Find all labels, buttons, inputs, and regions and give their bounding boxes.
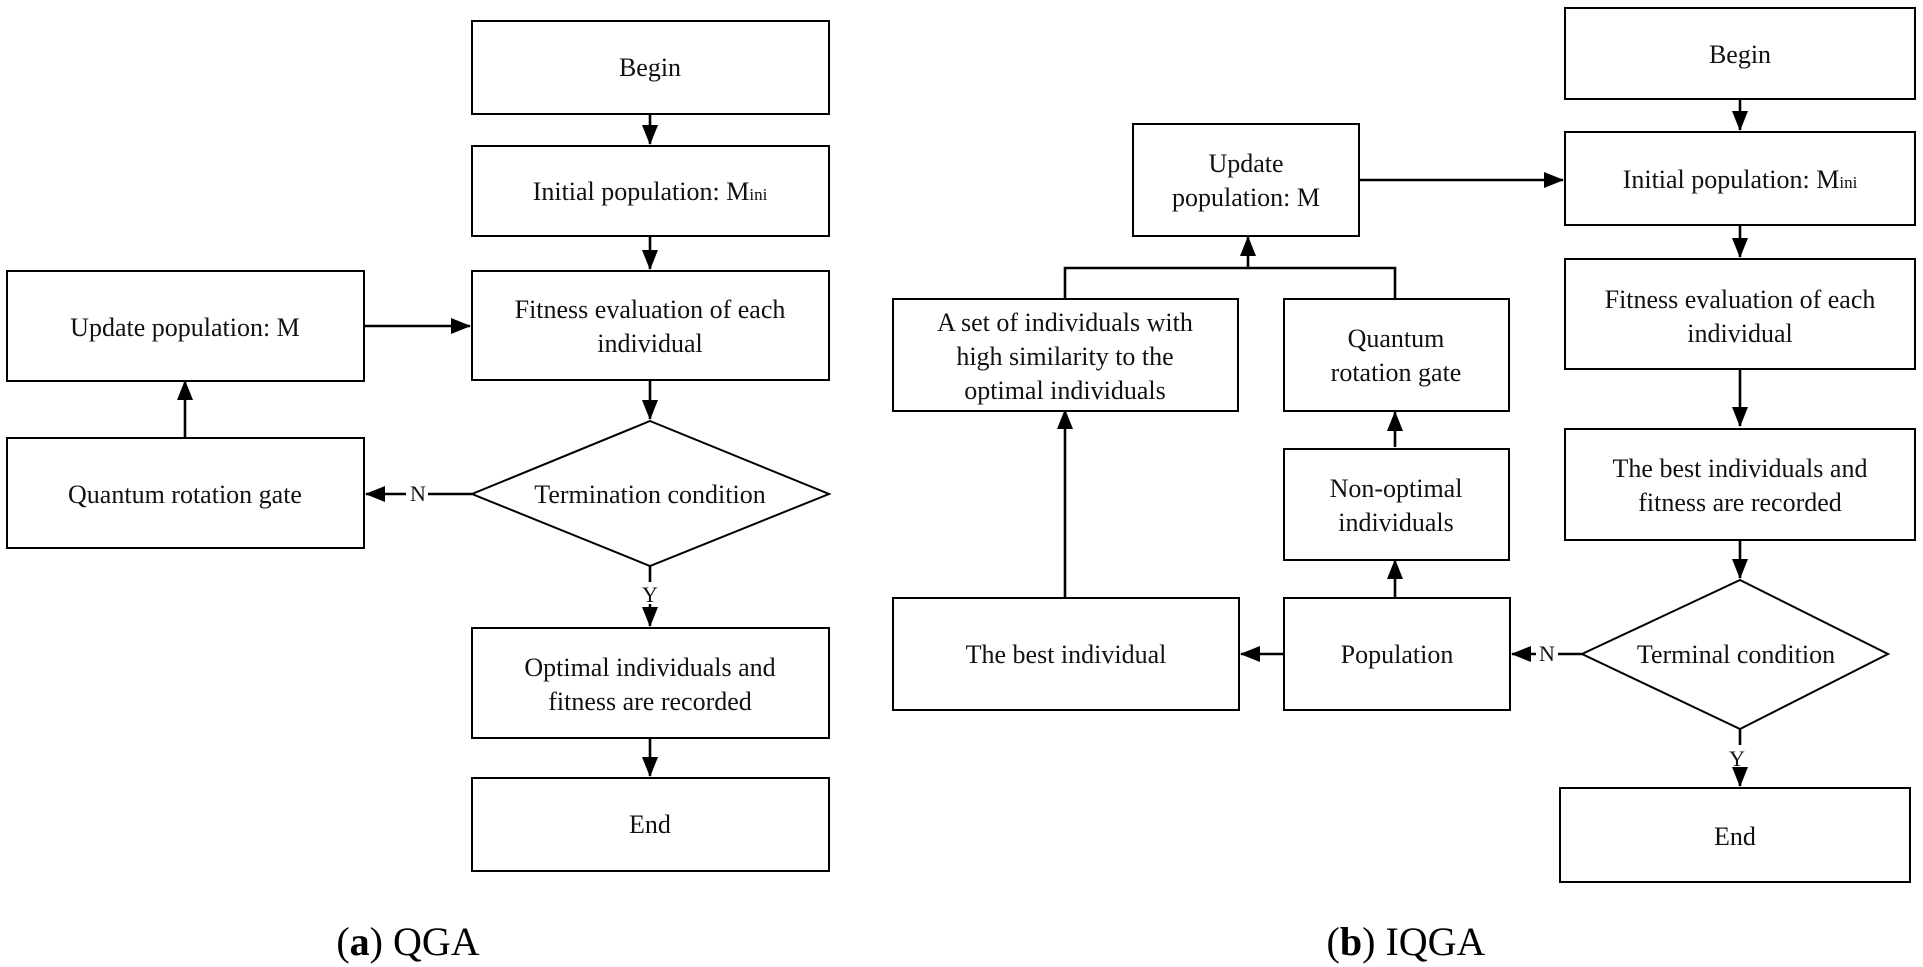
qga-optimal-box (471, 627, 830, 739)
qga-update-label: Update population: M (70, 313, 300, 342)
iqga-similar-set-label-2: high similarity to the (956, 342, 1173, 371)
iqga-terminal-diamond (1579, 578, 1891, 731)
iqga-fitness-label-1: Fitness evaluation of each (1605, 285, 1876, 314)
iqga-caption: (b) IQGA (1327, 919, 1486, 964)
qga-quantum-box (6, 437, 365, 549)
iqga-similar-set-label-3: optimal individuals (964, 376, 1166, 405)
iqga-similar-set-box (892, 298, 1239, 412)
iqga-quantum-label-2: rotation gate (1331, 358, 1462, 387)
qga-end-label: End (629, 810, 671, 839)
iqga-best-individual-label: The best individual (966, 640, 1167, 669)
iqga-init-box (1564, 131, 1916, 226)
qga-end-box (471, 777, 830, 872)
iqga-non-optimal-box (1283, 448, 1510, 561)
iqga-end-label: End (1714, 822, 1756, 851)
connector-merge (1063, 266, 1397, 299)
qga-quantum-label: Quantum rotation gate (68, 480, 302, 509)
iqga-update-box (1132, 123, 1360, 237)
iqga-fitness-label-2: individual (1687, 319, 1792, 348)
iqga-begin-box (1564, 7, 1916, 100)
iqga-init-label: Initial population: Mini (1623, 165, 1858, 194)
iqga-flowchart: Begin Update population: M Initial popul… (892, 7, 1916, 964)
qga-termination-diamond (469, 419, 832, 568)
iqga-non-optimal-label-1: Non-optimal (1330, 474, 1463, 503)
qga-init-label: Initial population: Mini (533, 177, 768, 206)
iqga-best-recorded-box (1564, 428, 1916, 541)
iqga-population-label: Population (1341, 640, 1454, 669)
iqga-yes-label: Y (1729, 746, 1745, 771)
iqga-update-label-1: Update (1208, 149, 1283, 178)
iqga-terminal-label: Terminal condition (1637, 640, 1835, 669)
qga-update-box (6, 270, 365, 382)
iqga-population-box (1283, 597, 1511, 711)
qga-fitness-label-1: Fitness evaluation of each (515, 295, 786, 324)
iqga-best-individual-box (892, 597, 1240, 711)
iqga-best-recorded-label-1: The best individuals and (1613, 454, 1868, 483)
iqga-no-label: N (1539, 641, 1555, 666)
iqga-fitness-box (1564, 258, 1916, 370)
qga-fitness-label-2: individual (597, 329, 702, 358)
iqga-update-label-2: population: M (1172, 183, 1320, 212)
qga-termination-label: Termination condition (534, 480, 765, 509)
qga-no-label: N (410, 481, 426, 506)
qga-begin-box (471, 20, 830, 115)
iqga-end-box (1559, 787, 1911, 883)
qga-optimal-label-1: Optimal individuals and (524, 653, 775, 682)
qga-begin-label: Begin (619, 53, 681, 82)
iqga-begin-label: Begin (1709, 40, 1771, 69)
qga-fitness-box (471, 270, 830, 381)
qga-init-box (471, 145, 830, 237)
qga-flowchart: Begin Initial population: Mini Fitness e… (6, 20, 832, 964)
iqga-best-recorded-label-2: fitness are recorded (1638, 488, 1842, 517)
iqga-quantum-label-1: Quantum (1348, 324, 1445, 353)
qga-caption: (a) QGA (336, 919, 479, 964)
iqga-non-optimal-label-2: individuals (1338, 508, 1454, 537)
qga-yes-label: Y (642, 582, 658, 607)
iqga-quantum-box (1283, 298, 1510, 412)
iqga-similar-set-label-1: A set of individuals with (937, 308, 1193, 337)
qga-optimal-label-2: fitness are recorded (548, 687, 752, 716)
